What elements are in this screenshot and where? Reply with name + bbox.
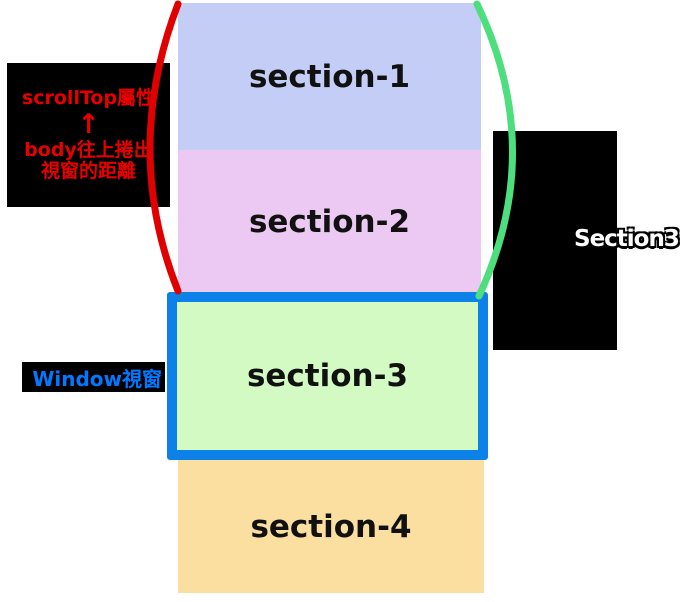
scrolltop-annotation-line2: body往上捲出 (24, 138, 153, 161)
window-label-box: Window視窗 (22, 362, 165, 392)
scrolltop-annotation-box: scrollTop屬性 ↑ body往上捲出 視窗的距離 (7, 63, 170, 207)
section-4-label: section-4 (250, 508, 412, 545)
scrolltop-annotation-title: scrollTop屬性 (21, 86, 156, 109)
up-arrow-icon: ↑ (77, 108, 100, 140)
section-1-label: section-1 (248, 58, 411, 95)
section-2-label: section-2 (248, 203, 411, 240)
viewport-box: section-3 (167, 292, 488, 460)
section-2-box: section-2 (178, 150, 481, 293)
section-4-box: section-4 (178, 460, 484, 593)
window-label-text: Window視窗 (32, 366, 162, 391)
section3-overflow-label: Section3 (574, 226, 680, 252)
section-1-box: section-1 (178, 3, 481, 150)
section-3-label: section-3 (246, 358, 409, 394)
scrolltop-annotation-line3: 視窗的距離 (40, 160, 136, 183)
